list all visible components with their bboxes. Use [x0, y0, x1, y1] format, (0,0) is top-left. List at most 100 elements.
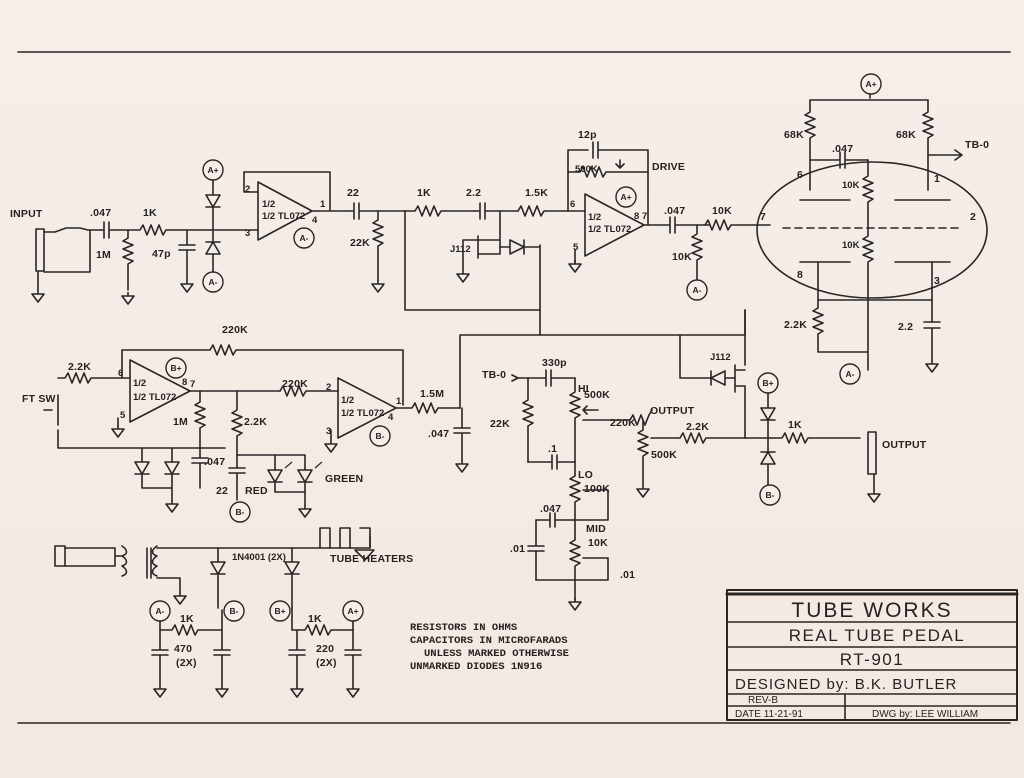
res-10k-label: 10K [672, 251, 692, 263]
opamp-u3-label: 1/2 [133, 378, 146, 389]
rail-a-minus-1: A- [209, 277, 218, 287]
tube-pin: 6 [797, 169, 803, 181]
pin: 1 [396, 396, 402, 407]
revision: REV-B [748, 695, 778, 706]
cap-470-label: 470 [174, 643, 192, 655]
rail-a-plus-2: A+ [620, 192, 631, 202]
res-2-2k-label: 2.2K [784, 319, 807, 331]
pot-500k-hi-label: 500K [584, 389, 610, 401]
opamp-u1-part: 1/2 TL072 [262, 211, 305, 222]
cap-047-tone-label: .047 [540, 503, 561, 515]
rail-a-plus-1: A+ [207, 165, 218, 175]
cap-1-label: .1 [548, 443, 557, 455]
rail-b-minus-ps: B- [230, 606, 239, 616]
output-jack [867, 431, 877, 475]
rail-a-minus-tube: A- [846, 369, 855, 379]
led-green-label: GREEN [325, 473, 363, 485]
designer: DESIGNED by: B.K. BUTLER [735, 676, 957, 693]
res-22k-label: 22K [350, 237, 370, 249]
cap-01-b-label: .01 [620, 569, 635, 581]
pin: 5 [120, 410, 126, 421]
res-1m-label: 1M [96, 249, 111, 261]
title-block: TUBE WORKS REAL TUBE PEDAL RT-901 DESIGN… [725, 589, 1019, 721]
res-1-5k-label: 1.5K [525, 187, 548, 199]
pin: 5 [573, 242, 579, 253]
led-red-label: RED [245, 485, 268, 497]
pin: 1 [320, 199, 326, 210]
pin: 8 [634, 211, 639, 222]
cap-01-a-label: .01 [510, 543, 525, 555]
pin: 6 [570, 199, 575, 210]
note-line: RESISTORS IN OHMS [410, 622, 517, 634]
res-10k-tube2-label: 10K [842, 240, 860, 251]
res-2-2k-fs-label: 2.2K [68, 361, 91, 373]
res-10k-tube1-label: 10K [842, 180, 860, 191]
opamp-u4-label: 1/2 [341, 395, 354, 406]
res-1k-ps1-label: 1K [180, 613, 194, 625]
res-1k-ps2-label: 1K [308, 613, 322, 625]
rail-b-plus-out: B+ [762, 378, 773, 388]
cap-220-label: 220 [316, 643, 334, 655]
res-1k-b-label: 1K [417, 187, 431, 199]
footswitch-label: FT SW [22, 393, 56, 405]
res-220k-mix-label: 220K [282, 378, 308, 390]
input-jack [35, 228, 45, 272]
opamp-u2-part: 1/2 TL072 [588, 224, 631, 235]
res-2-2k-led-label: 2.2K [244, 416, 267, 428]
res-22k-tone-label: 22K [490, 418, 510, 430]
tube-12ax7: 7 2 6 1 8 3 A+ 68K 68K TB-0 .047 10K 10K… [756, 73, 989, 385]
cap-220-qty: (2X) [316, 657, 337, 669]
drive-label: DRIVE [652, 161, 685, 173]
res-1k-out-label: 1K [788, 419, 802, 431]
tube-pin: 7 [760, 211, 766, 223]
cap-330p-label: 330p [542, 357, 567, 369]
cap-input-label: .047 [90, 207, 111, 219]
opamp-u2-label: 1/2 [588, 212, 601, 223]
rail-b-minus-out: B- [766, 490, 775, 500]
rail-b-plus-1: B+ [170, 363, 181, 373]
res-1m-fs-label: 1M [173, 416, 188, 428]
cap-047-tube-label: .047 [832, 143, 853, 155]
cap-047-fs-label: .047 [204, 456, 225, 468]
res-2-2k-out-label: 2.2K [686, 421, 709, 433]
pot-500k-out-label: 500K [651, 449, 677, 461]
opamp-u1: 1/2 1/2 TL072 2 3 1 4 A- 22 22K [209, 171, 406, 293]
input-label: INPUT [10, 208, 43, 220]
tone-stack: TB-0 330p HI 500K 22K .1 LO 100K .047 MI… [482, 357, 771, 611]
drive-section: 1K 2.2 1.5K J112 1/2 1/2 TL072 6 5 7 8 A… [404, 129, 771, 311]
fet-j112-out-label: J112 [710, 352, 731, 363]
cap-2-2-label: 2.2 [466, 187, 481, 199]
res-68k-right-label: 68K [896, 129, 916, 141]
tube-pin: 8 [797, 269, 803, 281]
cap-47p-label: 47p [152, 248, 171, 260]
note-line: CAPACITORS IN MICROFARADS [410, 635, 568, 647]
pin: 3 [245, 228, 250, 239]
cap-047-b-label: .047 [664, 205, 685, 217]
company-name: TUBE WORKS [791, 599, 952, 622]
tube-pin: 2 [970, 211, 976, 223]
output-jack-label: OUTPUT [882, 439, 927, 451]
rail-a-minus-2: A- [300, 233, 309, 243]
tube-pin: 3 [934, 275, 940, 287]
pin: 4 [388, 412, 394, 423]
pin: 8 [182, 377, 187, 388]
pot-10k-label: 10K [588, 537, 608, 549]
diodes-1n4001-label: 1N4001 (2X) [232, 552, 286, 563]
rail-b-minus-2: B- [376, 431, 385, 441]
tube-pin: 1 [934, 173, 940, 185]
rail-a-plus-ps: A+ [347, 606, 358, 616]
rail-a-minus-3: A- [693, 285, 702, 295]
tube-out-label: TB-0 [965, 139, 989, 151]
power-section: 1N4001 (2X) TUBE HEATERS A- B- 1K 470 (2… [54, 527, 413, 698]
pot-500k-label: 500K [575, 164, 598, 175]
pin: 3 [326, 426, 331, 437]
cap-2-2-tube-label: 2.2 [898, 321, 913, 333]
notes-block: RESISTORS IN OHMS CAPACITORS IN MICROFAR… [410, 622, 569, 673]
pin: 7 [642, 211, 647, 222]
pin: 6 [118, 368, 123, 379]
hi-label: HI [578, 383, 589, 395]
cap-22-label: 22 [347, 187, 359, 199]
fet-j112-label: J112 [450, 244, 471, 255]
